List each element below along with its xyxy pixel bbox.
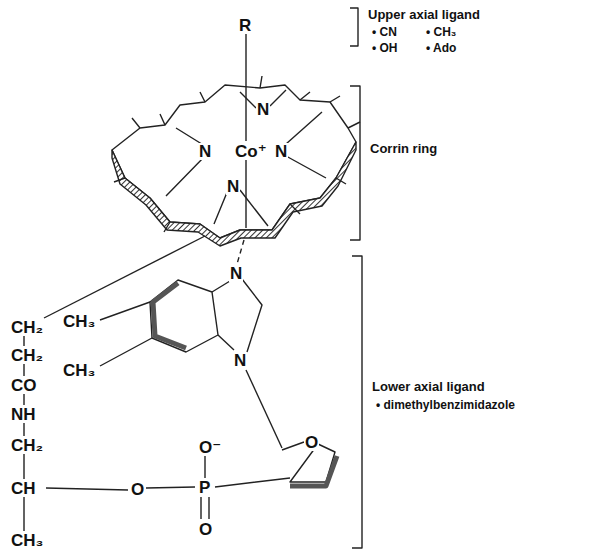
chain-bond (23, 336, 24, 531)
atom-label: N (274, 143, 288, 160)
bracket (350, 8, 358, 46)
substituent-tick (114, 76, 360, 232)
imidazole-ring (212, 279, 262, 352)
atom-label: N (229, 265, 243, 282)
glycosidic-bond (246, 370, 282, 448)
atom-label: N (256, 101, 270, 118)
chain-group: CH₃ (10, 532, 44, 549)
atom-label: O (130, 481, 145, 498)
chain-group: NH (10, 406, 37, 423)
ligand-symbol: R (238, 17, 252, 34)
corrin-shading (112, 142, 356, 246)
bracket-label: Corrin ring (370, 142, 437, 155)
ligand-item: • dimethylbenzimidazole (376, 399, 515, 411)
chain-group: CH₂ (10, 347, 44, 364)
chain-group: CH (10, 480, 37, 497)
corrin-ring (112, 85, 356, 150)
bracket-label: Upper axial ligand (368, 8, 480, 21)
chain-group: CH₂ (10, 319, 44, 336)
chain-group: CO (10, 377, 38, 394)
benzene-ring (150, 280, 218, 352)
corrin-ring (112, 142, 356, 238)
atom-label: O⁻ (198, 439, 222, 456)
atom-label: O (198, 521, 213, 538)
phosphate-bond (146, 456, 290, 519)
methyl-label: CH₃ (62, 313, 96, 330)
methyl-label: CH₃ (62, 362, 96, 379)
atom-label: N (233, 352, 247, 369)
side-chain-bond (44, 236, 205, 318)
bracket (350, 86, 360, 240)
atom-label: Co⁺ (234, 143, 268, 160)
chain-group: CH₂ (10, 437, 44, 454)
atom-label: N (198, 143, 212, 160)
coordination-bond (237, 240, 244, 264)
bracket-label: Lower axial ligand (372, 380, 485, 393)
axial-bond (245, 34, 246, 228)
ligand-item: • Ado (426, 42, 456, 54)
ligand-item: • CH₃ (426, 26, 456, 38)
ring-shading (153, 283, 186, 348)
methyl-bond (100, 302, 152, 366)
atom-label: P (198, 479, 211, 496)
atom-label: N (226, 178, 240, 195)
ligand-item: • CN (372, 26, 397, 38)
ribose-shading (290, 456, 337, 486)
ligand-item: • OH (372, 42, 398, 54)
ester-bond (46, 488, 128, 490)
bracket (352, 256, 362, 548)
atom-label: O (304, 434, 319, 451)
